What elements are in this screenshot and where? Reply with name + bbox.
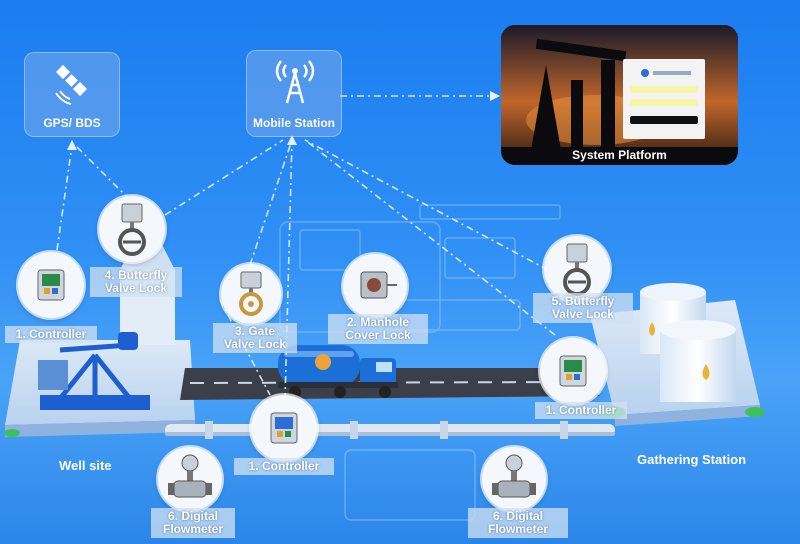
controller-device-truck bbox=[251, 395, 317, 461]
manhole-lock-icon bbox=[360, 271, 397, 299]
controller-icon bbox=[270, 412, 298, 444]
username-input[interactable] bbox=[630, 86, 698, 93]
controller-icon bbox=[559, 355, 587, 387]
system-platform-label: System Platform bbox=[572, 148, 667, 162]
gps-node: GPS/ BDS bbox=[24, 52, 120, 137]
logo-icon bbox=[641, 69, 649, 77]
pipeline bbox=[165, 421, 615, 439]
controller-device-gather bbox=[540, 338, 606, 404]
mobile-station-label: Mobile Station bbox=[253, 116, 335, 130]
gate-valve-device bbox=[221, 264, 281, 324]
tanker-truck bbox=[278, 345, 398, 398]
login-button[interactable] bbox=[630, 116, 698, 124]
satellite-icon bbox=[55, 64, 88, 105]
gathering-station-label: Gathering Station bbox=[637, 452, 747, 467]
flowmeter-icon bbox=[168, 454, 212, 498]
manhole-lock-device bbox=[343, 254, 407, 318]
password-input[interactable] bbox=[630, 99, 698, 106]
oil-drop-icon bbox=[702, 364, 710, 380]
flowmeter-device-right bbox=[482, 447, 546, 511]
controller-icon bbox=[37, 269, 65, 301]
gathering-station-platform bbox=[4, 283, 765, 437]
manhole-lock-label: 2. Manhole Cover Lock bbox=[328, 314, 428, 344]
controller-label-gather: 1. Controller bbox=[535, 402, 627, 419]
well-site-label: Well site bbox=[59, 458, 112, 473]
flowmeter-label-left: 6. Digital Flowmeter bbox=[151, 508, 235, 538]
flowmeter-label-right: 6. Digital Flowmeter bbox=[468, 508, 568, 538]
butterfly-valve-label-well: 4. Butterfly Valve Lock bbox=[90, 267, 182, 297]
butterfly-valve-device-well bbox=[99, 196, 165, 262]
gate-valve-label: 3. Gate Valve Lock bbox=[213, 323, 297, 353]
controller-label-well: 1. Controller bbox=[5, 326, 97, 343]
connection-lines bbox=[56, 95, 556, 401]
gps-label: GPS/ BDS bbox=[43, 116, 101, 130]
mobile-station-node: Mobile Station bbox=[246, 50, 342, 137]
login-card bbox=[623, 59, 705, 139]
radio-tower-icon bbox=[275, 60, 315, 104]
gate-valve-icon bbox=[239, 271, 263, 316]
system-platform-node[interactable]: System Platform bbox=[501, 25, 738, 165]
butterfly-valve-icon bbox=[563, 243, 591, 296]
butterfly-valve-device-gather bbox=[544, 236, 610, 302]
oil-drop-icon bbox=[649, 322, 655, 336]
controller-label-truck: 1. Controller bbox=[234, 458, 334, 475]
controller-device-well bbox=[18, 252, 84, 318]
flowmeter-icon bbox=[492, 454, 536, 498]
butterfly-valve-icon bbox=[118, 203, 146, 256]
butterfly-valve-label-gather: 5. Butterfly Valve Lock bbox=[533, 293, 633, 323]
flowmeter-device-left bbox=[158, 447, 222, 511]
